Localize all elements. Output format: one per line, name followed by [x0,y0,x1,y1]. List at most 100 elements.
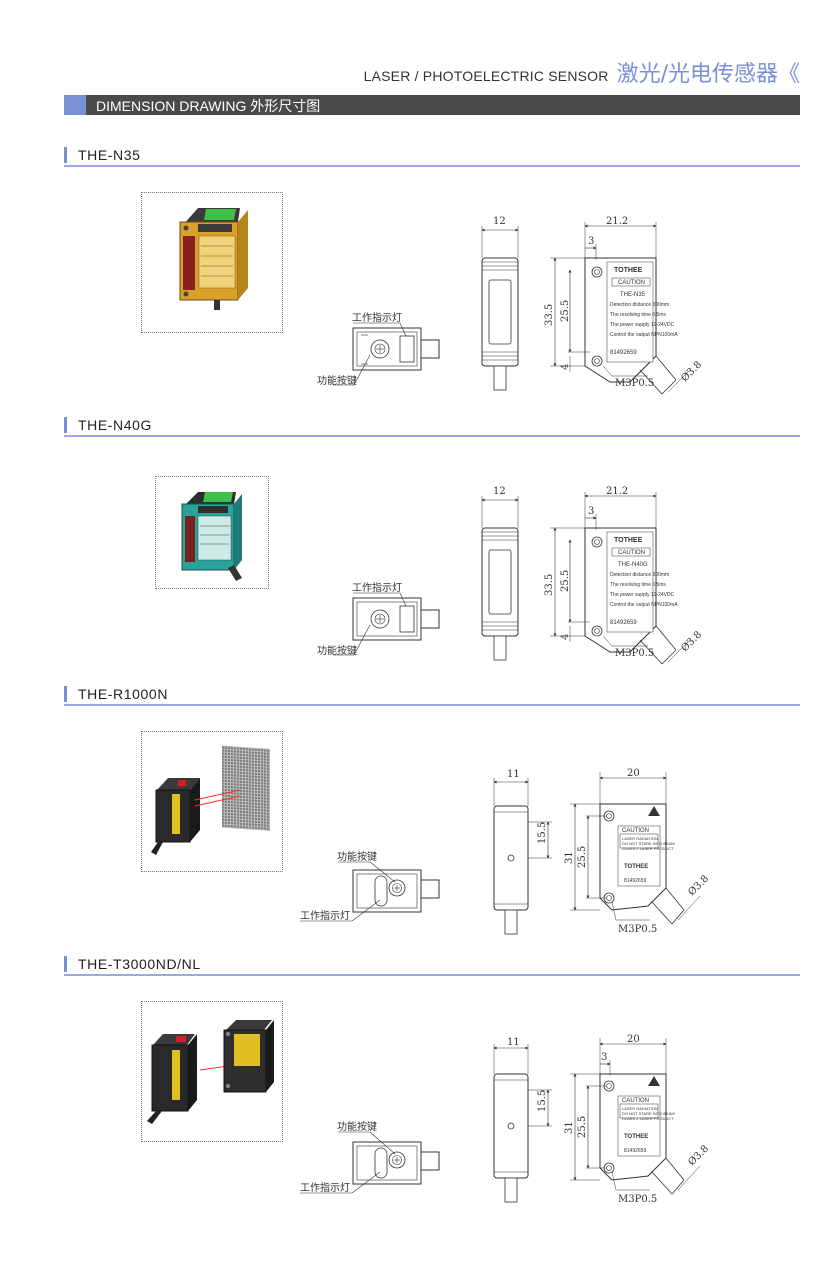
dim-offset: 3 [588,506,594,517]
plate-caution: CAUTION [622,828,649,834]
back-view-r1000n [570,772,701,925]
plate-row: LASER RADIATION [622,836,658,841]
plate-row: The power supply 12-24VDC [610,322,675,328]
section-label: THE-N40G [78,417,153,433]
dim-width: 12 [493,486,506,497]
dim-width: 12 [493,216,506,227]
dim-screw: M3P0.5 [615,648,654,659]
plate-caution: CAUTION [618,550,645,556]
side-view-n40g [333,592,440,656]
section-title-r1000n: THE-R1000N [64,686,800,706]
banner-accent [64,95,86,115]
dim-cable: Ø3.8 [679,629,704,654]
plate-serial: 81492659 [624,878,646,884]
indicator-label: 工作指示灯 [300,909,350,922]
dim-body: 25.5 [577,846,588,868]
button-label: 功能按键 [337,1120,377,1133]
dim-offset: 3 [588,236,594,247]
dim-height: 31 [564,1121,575,1134]
header-category-cn: 激光/光电传感器《 [616,62,800,87]
plate-row: CLASS 2 LASER PRODUCT [622,1116,674,1121]
dim-body: 25.5 [560,570,571,592]
plate-row: The power supply 12-24VDC [610,592,675,598]
dim-height: 33.5 [544,574,555,596]
front-view-n35 [481,226,519,391]
button-label: 功能按键 [317,644,357,657]
dim-bottom: 4 [560,364,571,370]
accent-top [204,209,236,220]
section-bar [64,147,67,163]
dim-screw: M3P0.5 [618,1194,657,1205]
plate-brand: TOTHEE [614,267,643,274]
plate-row: The resolving time 0.5ms [610,312,666,318]
indicator-label: 工作指示灯 [352,311,402,324]
plate-row: LASER RADIATION [622,1106,658,1111]
dim-height: 33.5 [544,304,555,326]
plate-caution: CAUTION [622,1098,649,1104]
dim-body: 25.5 [560,300,571,322]
dim-depth: 20 [627,1034,640,1045]
dim-cable: Ø3.8 [686,1143,711,1168]
side-view-n35 [333,322,440,386]
plate-serial: 81492659 [610,620,637,626]
dim-cable: Ø3.8 [686,873,711,898]
plate-row: DO NOT STARE INTO BEAM [622,1111,675,1116]
sensor-photo-t3000nd [147,1020,274,1124]
plate-caution: CAUTION [618,280,645,286]
dimension-banner: DIMENSION DRAWING 外形尺寸图 [64,95,800,115]
front-view-n40g [481,496,519,661]
dim-depth: 20 [627,768,640,779]
plate-serial: 81492659 [624,1148,646,1154]
indicator-label: 工作指示灯 [352,581,402,594]
plate-row: CLASS 2 LASER PRODUCT [622,846,674,851]
dim-screw: M3P0.5 [615,378,654,389]
dim-cable: Ø3.8 [679,359,704,384]
plate-model: THE-N35 [620,292,646,298]
front-view-r1000n [493,778,552,935]
section-bar [64,417,67,433]
plate-row: Control the output NPN100mA [610,602,678,608]
section-bar [64,956,67,972]
dim-bottom: 4 [560,634,571,640]
header-category-en: LASER / PHOTOELECTRIC SENSOR [363,68,609,84]
side-view-r1000n [300,861,440,922]
button-label: 功能按键 [337,850,377,863]
dim-height: 31 [564,851,575,864]
banner-title: DIMENSION DRAWING 外形尺寸图 [96,98,321,114]
plate-row: Control the output NPN100mA [610,332,678,338]
section-label: THE-R1000N [78,686,169,702]
section-label: THE-N35 [78,147,141,163]
dim-window: 15.5 [537,1090,548,1112]
sensor-photo-n40g [181,492,242,581]
back-view-n35 [550,222,691,395]
dim-width: 11 [507,1037,520,1048]
section-title-n35: THE-N35 [64,147,800,167]
back-view-n40g [550,492,691,665]
plate-row: Detection distance 300mm [610,302,669,308]
plate-model: THE-N40G [618,562,648,568]
plate-serial: 81492659 [610,350,637,356]
dim-window: 15.5 [537,822,548,844]
indicator-label: 工作指示灯 [300,1181,350,1194]
dim-offset: 3 [601,1052,607,1063]
dim-body: 25.5 [577,1116,588,1138]
button-label: 功能按键 [317,374,357,387]
laser-warning-icon [648,1076,660,1086]
page-header: LASER / PHOTOELECTRIC SENSOR 激光/光电传感器《 [364,56,800,88]
plate-brand: TOTHEE [624,1134,648,1140]
laser-warning-icon [648,806,660,816]
target-grid [222,745,270,831]
back-view-t3000nd [570,1038,701,1195]
side-view-t3000nd [300,1131,440,1194]
front-view-t3000nd [493,1044,552,1203]
plate-row: DO NOT STARE INTO BEAM [622,841,675,846]
plate-row: Detection distance 300mm [610,572,669,578]
section-label: THE-T3000ND/NL [78,956,201,972]
plate-brand: TOTHEE [624,864,648,870]
dim-screw: M3P0.5 [618,924,657,935]
dim-depth: 21.2 [606,216,628,227]
section-title-t3000nd: THE-T3000ND/NL [64,956,800,976]
dim-width: 11 [507,769,520,780]
section-title-n40g: THE-N40G [64,417,800,437]
